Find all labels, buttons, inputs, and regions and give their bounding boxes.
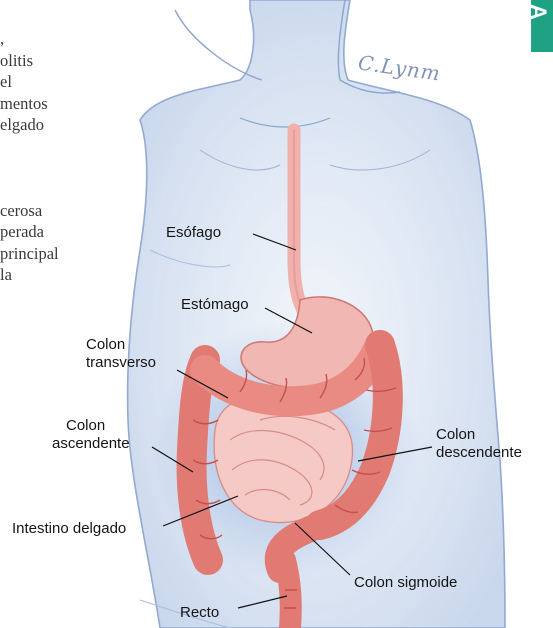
label-colon-descendente: Colon descendente (436, 426, 522, 462)
label-line: transverso (86, 354, 156, 372)
label-colon-sigmoide: Colon sigmoide (354, 574, 457, 592)
label-line: Colon (86, 336, 156, 354)
label-esofago: Esófago (166, 224, 221, 242)
label-colon-transverso: Colon transverso (86, 336, 156, 372)
label-estomago: Estómago (181, 296, 249, 314)
label-line: Colon (436, 426, 522, 444)
label-line: descendente (436, 444, 522, 462)
label-recto: Recto (180, 604, 219, 622)
label-line: Colon (52, 417, 130, 435)
label-colon-ascendente: Colon ascendente (52, 417, 130, 453)
label-line: ascendente (52, 435, 130, 453)
label-intestino-delgado: Intestino delgado (12, 520, 126, 538)
